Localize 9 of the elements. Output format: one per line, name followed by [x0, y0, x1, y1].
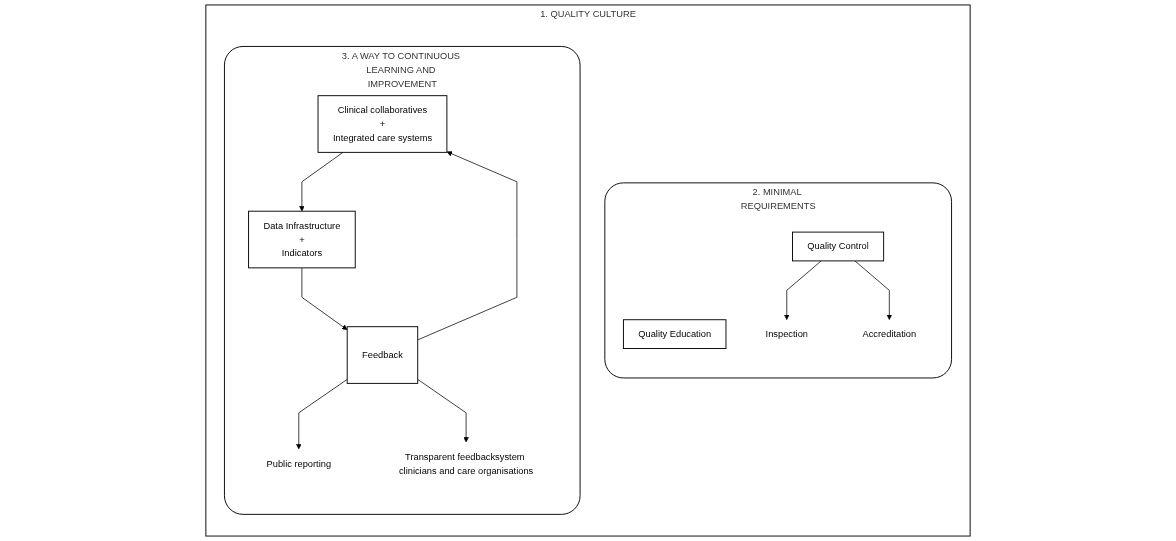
node-text: Transparent feedbacksystem clinicians and care organisations	[398, 450, 534, 476]
node-text: Inspection	[765, 328, 808, 339]
node-box: Clinical collaboratives + Integrated care systems	[317, 95, 448, 153]
node-box: Quality Control	[792, 231, 885, 262]
node-box: Data Infrastructure + Indicators	[248, 210, 356, 269]
node-box: Quality Education	[622, 319, 727, 349]
node-box: Feedback	[346, 326, 419, 384]
node-text: Public reporting	[266, 457, 332, 469]
node-text: Accreditation	[862, 328, 917, 339]
